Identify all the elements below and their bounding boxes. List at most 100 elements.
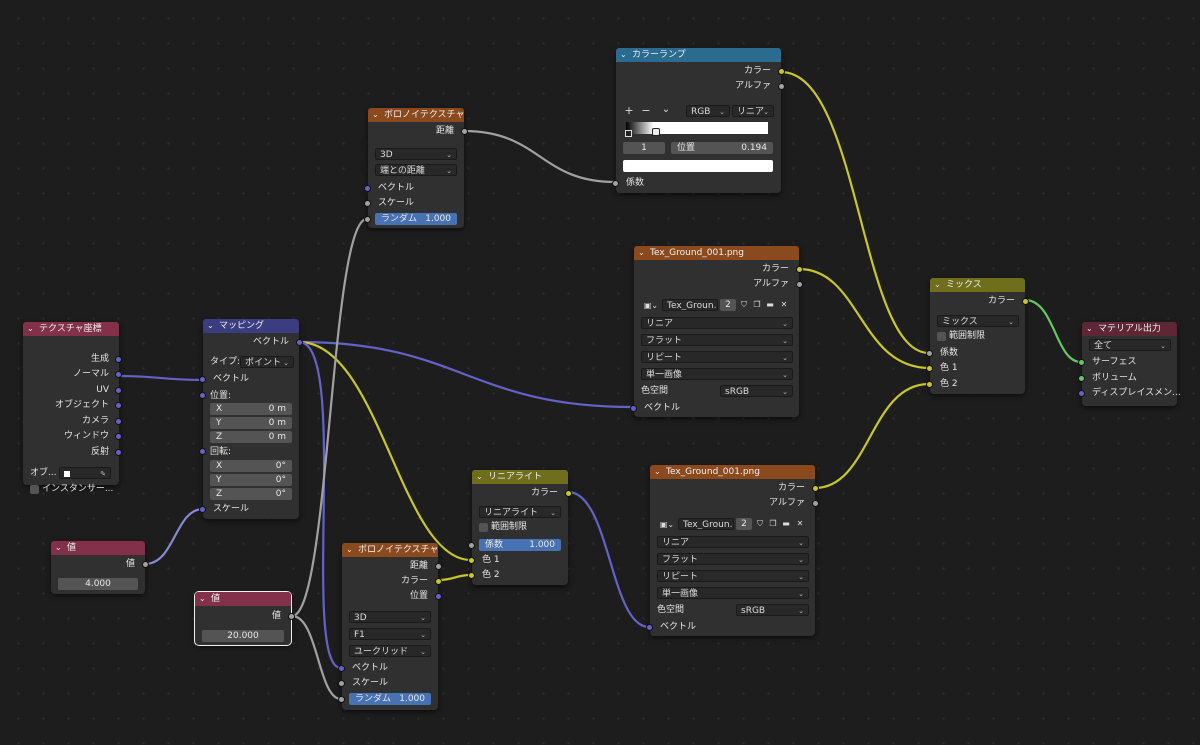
socket-value[interactable] xyxy=(288,613,295,620)
socket-distance[interactable] xyxy=(461,128,468,135)
socket-factor[interactable] xyxy=(612,180,619,187)
socket-position[interactable] xyxy=(435,593,442,600)
socket-color1[interactable] xyxy=(468,557,475,564)
socket-reflection[interactable] xyxy=(115,449,122,456)
socket-color-out[interactable] xyxy=(565,490,572,497)
socket-factor[interactable] xyxy=(926,350,933,357)
extension-dropdown[interactable]: リピート⌄ xyxy=(657,570,809,582)
chevron-down-icon[interactable]: ⌄ xyxy=(934,280,941,289)
ramp-stop-black[interactable] xyxy=(625,130,632,137)
socket-vector-in[interactable] xyxy=(199,376,206,383)
socket-color2[interactable] xyxy=(468,572,475,579)
socket-randomness[interactable] xyxy=(338,696,345,703)
image-users-count[interactable]: 2 xyxy=(736,518,752,530)
socket-generated[interactable] xyxy=(115,356,122,363)
blend-dropdown[interactable]: ミックス⌄ xyxy=(937,315,1019,327)
node-header[interactable]: ⌄ミックス xyxy=(930,278,1025,292)
feature-dropdown[interactable]: 端との距離⌄ xyxy=(375,164,457,176)
socket-value[interactable] xyxy=(142,561,149,568)
dimensions-dropdown[interactable]: 3D⌄ xyxy=(349,611,431,623)
chevron-down-icon[interactable]: ⌄ xyxy=(476,472,483,481)
source-dropdown[interactable]: 単一画像⌄ xyxy=(641,368,793,380)
instancer-checkbox[interactable] xyxy=(30,485,39,494)
extension-dropdown[interactable]: リピート⌄ xyxy=(641,351,793,363)
socket-color[interactable] xyxy=(778,68,785,75)
blend-dropdown[interactable]: リニアライト⌄ xyxy=(479,506,561,518)
target-dropdown[interactable]: 全て⌄ xyxy=(1089,339,1171,351)
node-header[interactable]: ⌄値 xyxy=(195,592,291,606)
interpolation-dropdown[interactable]: リニア⌄ xyxy=(641,317,793,329)
object-picker[interactable]: ✎ xyxy=(59,467,111,479)
value-field[interactable]: 20.000 xyxy=(202,630,284,642)
chevron-down-icon[interactable]: ⌄ xyxy=(654,467,661,476)
socket-window[interactable] xyxy=(115,433,122,440)
ramp-menu-button[interactable]: ⌄ xyxy=(661,104,671,115)
socket-color2[interactable] xyxy=(926,381,933,388)
socket-scale[interactable] xyxy=(199,506,206,513)
clamp-checkbox[interactable] xyxy=(479,523,488,532)
socket-vector[interactable] xyxy=(364,185,371,192)
image-browse-icon[interactable]: ▣⌄ xyxy=(643,301,659,310)
close-icon[interactable]: ✕ xyxy=(780,300,788,309)
material-output-node[interactable]: ⌄マテリアル出力 全て⌄ サーフェス ボリューム ディスプレイスメン... xyxy=(1078,322,1181,406)
node-header[interactable]: ⌄テクスチャ座標 xyxy=(23,322,119,336)
open-folder-icon[interactable]: ▬ xyxy=(766,300,774,309)
socket-object[interactable] xyxy=(115,402,122,409)
texture-coordinate-node[interactable]: ⌄テクスチャ座標 生成 ノーマル UV オブジェクト カメラ ウィンドウ 反射 … xyxy=(23,322,122,494)
socket-factor[interactable] xyxy=(468,542,475,549)
socket-distance[interactable] xyxy=(435,563,442,570)
image-texture-node-1[interactable]: ⌄Tex_Ground_001.png カラー アルファ ▣⌄ Tex_Grou… xyxy=(630,246,803,417)
socket-vector-out[interactable] xyxy=(296,339,303,346)
type-dropdown[interactable]: ポイント⌄ xyxy=(240,356,294,368)
add-stop-button[interactable]: + xyxy=(624,104,634,117)
value-node-2[interactable]: ⌄値 値 20.000 xyxy=(194,591,295,646)
value-field[interactable]: 4.000 xyxy=(58,578,138,590)
socket-normal[interactable] xyxy=(115,371,122,378)
socket-uv[interactable] xyxy=(115,387,122,394)
socket-camera[interactable] xyxy=(115,418,122,425)
source-dropdown[interactable]: 単一画像⌄ xyxy=(657,587,809,599)
chevron-down-icon[interactable]: ⌄ xyxy=(638,248,645,257)
projection-dropdown[interactable]: フラット⌄ xyxy=(641,334,793,346)
duplicate-image-icon[interactable]: ❐ xyxy=(769,519,777,528)
socket-color-out[interactable] xyxy=(1022,298,1029,305)
socket-alpha[interactable] xyxy=(812,500,819,507)
socket-randomness[interactable] xyxy=(364,216,371,223)
projection-dropdown[interactable]: フラット⌄ xyxy=(657,553,809,565)
socket-scale[interactable] xyxy=(364,200,371,207)
active-stop-index[interactable]: 1 xyxy=(623,142,665,154)
socket-displacement[interactable] xyxy=(1078,390,1085,397)
socket-alpha[interactable] xyxy=(778,83,785,90)
chevron-down-icon[interactable]: ⌄ xyxy=(27,324,34,333)
chevron-down-icon[interactable]: ⌄ xyxy=(372,110,379,119)
close-icon[interactable]: ✕ xyxy=(796,519,804,528)
node-header[interactable]: ⌄ボロノイテクスチャ xyxy=(342,543,438,557)
duplicate-image-icon[interactable]: ❐ xyxy=(753,300,761,309)
colorspace-dropdown[interactable]: sRGB⌄ xyxy=(736,604,809,616)
node-header[interactable]: ⌄マッピング xyxy=(203,319,299,333)
socket-color[interactable] xyxy=(435,578,442,585)
clamp-checkbox[interactable] xyxy=(937,332,946,341)
socket-vector[interactable] xyxy=(646,624,653,631)
metric-dropdown[interactable]: ユークリッド⌄ xyxy=(349,645,431,657)
open-folder-icon[interactable]: ▬ xyxy=(782,519,790,528)
node-header[interactable]: ⌄ボロノイテクスチャ xyxy=(368,108,464,122)
chevron-down-icon[interactable]: ⌄ xyxy=(199,594,206,603)
stop-color-swatch[interactable] xyxy=(623,160,773,172)
socket-volume[interactable] xyxy=(1078,375,1085,382)
image-name-field[interactable]: Tex_Groun... xyxy=(678,518,734,530)
eyedropper-icon[interactable]: ✎ xyxy=(100,470,106,478)
node-header[interactable]: ⌄値 xyxy=(51,541,145,555)
chevron-down-icon[interactable]: ⌄ xyxy=(207,321,214,330)
color-mode-dropdown[interactable]: RGB⌄ xyxy=(686,105,730,117)
socket-color[interactable] xyxy=(796,266,803,273)
interpolation-dropdown[interactable]: リニア⌄ xyxy=(732,105,774,117)
